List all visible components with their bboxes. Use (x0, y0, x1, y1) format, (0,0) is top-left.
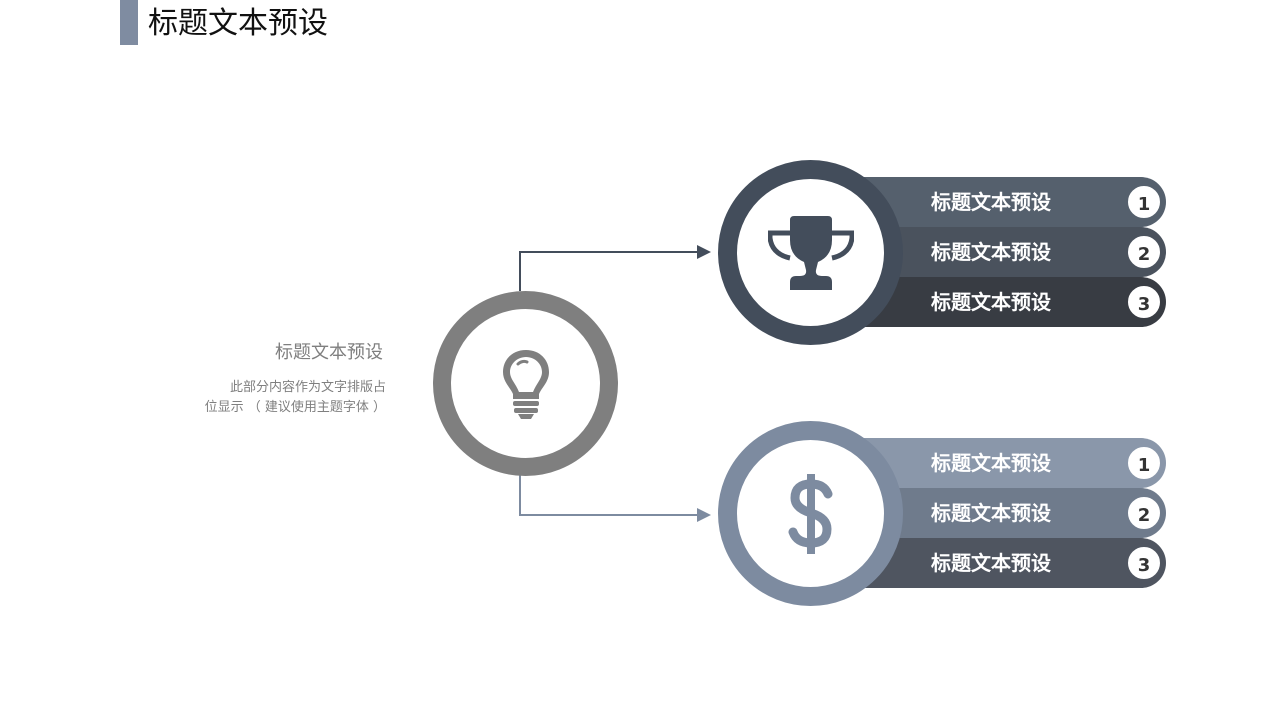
trophy-circle (718, 160, 903, 345)
number-badge: 1 (1124, 182, 1164, 222)
number-badge: 2 (1124, 493, 1164, 533)
number-badge: 1 (1124, 443, 1164, 483)
description-line: 位显示 （ 建议使用主题字体 ） (204, 400, 386, 415)
item-label: 标题文本预设 (931, 501, 1051, 525)
list-item: 标题文本预设 2 (860, 488, 1166, 538)
list-item: 标题文本预设 3 (860, 277, 1166, 327)
item-label: 标题文本预设 (931, 290, 1051, 314)
list-item: 标题文本预设 2 (860, 227, 1166, 277)
list-item: 标题文本预设 1 (860, 177, 1166, 227)
center-circle (433, 291, 618, 476)
list-item: 标题文本预设 3 (860, 538, 1166, 588)
left-description: 此部分内容作为文字排版占 位显示 （ 建议使用主题字体 ） (180, 378, 386, 418)
number-badge: 3 (1124, 543, 1164, 583)
trophy-icon (767, 215, 854, 290)
lightbulb-icon (502, 349, 549, 419)
item-label: 标题文本预设 (931, 451, 1051, 475)
connector-top (519, 245, 711, 291)
number-badge: 2 (1124, 232, 1164, 272)
description-line: 此部分内容作为文字排版占 (229, 380, 386, 395)
item-label: 标题文本预设 (931, 551, 1051, 575)
item-label: 标题文本预设 (931, 240, 1051, 264)
list-item: 标题文本预设 1 (860, 438, 1166, 488)
left-heading: 标题文本预设 (275, 342, 383, 363)
title-accent-bar (120, 0, 138, 45)
item-label: 标题文本预设 (931, 190, 1051, 214)
number-badge: 3 (1124, 282, 1164, 322)
dollar-circle (718, 421, 903, 606)
connector-bottom (519, 475, 711, 522)
dollar-icon (788, 473, 832, 554)
page-title: 标题文本预设 (148, 6, 328, 41)
